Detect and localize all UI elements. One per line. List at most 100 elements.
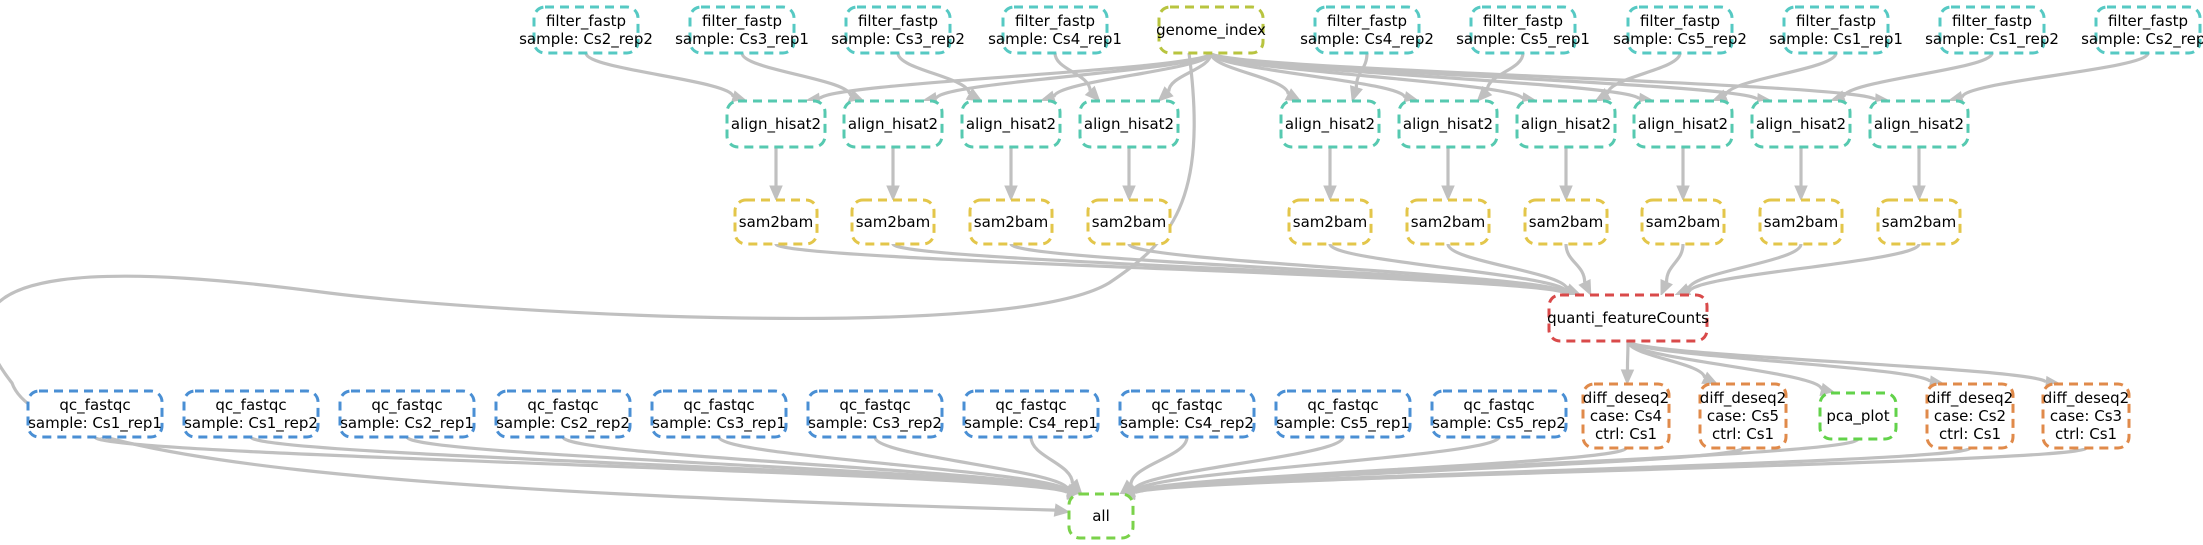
edge-gi-all bbox=[0, 52, 1196, 512]
edge-gi-al6 bbox=[1209, 52, 1407, 99]
edge-arrowhead bbox=[1559, 185, 1573, 202]
node-rule-label: sam2bam bbox=[739, 213, 814, 231]
node-pca-plot[interactable]: pca_plot bbox=[1818, 391, 1898, 441]
node-align-hisat2[interactable]: align_hisat2 bbox=[1078, 99, 1180, 149]
edge-qf-dd2 bbox=[1626, 340, 1707, 379]
edge-arrowhead bbox=[1323, 185, 1337, 202]
node-rule-label: qc_fastqc bbox=[683, 396, 754, 415]
node-box bbox=[844, 5, 952, 55]
node-rule-label: filter_fastp bbox=[1327, 12, 1407, 31]
edge-qf-dd1 bbox=[1625, 340, 1630, 371]
node-box bbox=[960, 99, 1062, 149]
node-param-label: sample: Cs1_rep1 bbox=[1769, 30, 1903, 49]
node-box bbox=[1469, 5, 1577, 55]
node-align-hisat2[interactable]: align_hisat2 bbox=[1397, 99, 1499, 149]
node-box bbox=[1430, 389, 1568, 439]
node-box bbox=[1818, 391, 1898, 441]
node-align-hisat2[interactable]: align_hisat2 bbox=[1279, 99, 1381, 149]
node-all[interactable]: all bbox=[1067, 492, 1135, 540]
edge-arrowhead bbox=[1350, 85, 1363, 103]
node-sam2bam[interactable]: sam2bam bbox=[968, 198, 1054, 246]
node-align-hisat2[interactable]: align_hisat2 bbox=[1750, 99, 1852, 149]
edge-sb5-qf bbox=[1328, 242, 1569, 294]
node-rule-label: align_hisat2 bbox=[1521, 115, 1611, 134]
node-rule-label: qc_fastqc bbox=[839, 396, 910, 415]
node-box bbox=[1086, 198, 1172, 246]
node-rule-label: sam2bam bbox=[1646, 213, 1721, 231]
node-sam2bam[interactable]: sam2bam bbox=[733, 198, 819, 246]
edge-qc6-all bbox=[873, 436, 1070, 492]
edge-arrowhead bbox=[886, 185, 900, 202]
node-box bbox=[1626, 5, 1734, 55]
node-genome-index[interactable]: genome_index bbox=[1156, 5, 1266, 55]
node-rule-label: filter_fastp bbox=[546, 12, 626, 31]
node-rule-label: align_hisat2 bbox=[1874, 115, 1964, 134]
node-box bbox=[1547, 293, 1709, 343]
node-rule-label: align_hisat2 bbox=[966, 115, 1056, 134]
node-sam2bam[interactable]: sam2bam bbox=[1640, 198, 1726, 246]
node-param-label: sample: Cs1_rep2 bbox=[184, 414, 318, 433]
edge-dd1-all bbox=[1132, 446, 1628, 495]
node-align-hisat2[interactable]: align_hisat2 bbox=[1632, 99, 1734, 149]
node-box bbox=[1118, 389, 1256, 439]
node-align-hisat2[interactable]: align_hisat2 bbox=[725, 99, 827, 149]
node-align-hisat2[interactable]: align_hisat2 bbox=[960, 99, 1062, 149]
edge-ff5-al5 bbox=[1354, 52, 1369, 88]
node-sam2bam[interactable]: sam2bam bbox=[1876, 198, 1962, 246]
node-rule-label: sam2bam bbox=[1882, 213, 1957, 231]
node-align-hisat2[interactable]: align_hisat2 bbox=[842, 99, 944, 149]
edge-arrowhead bbox=[1053, 503, 1071, 517]
node-rule-label: align_hisat2 bbox=[1084, 115, 1174, 134]
node-sam2bam[interactable]: sam2bam bbox=[1086, 198, 1172, 246]
node-sam2bam[interactable]: sam2bam bbox=[850, 198, 936, 246]
node-sam2bam[interactable]: sam2bam bbox=[1758, 198, 1844, 246]
node-sam2bam[interactable]: sam2bam bbox=[1523, 198, 1609, 246]
edge-arrowhead bbox=[1476, 85, 1493, 102]
node-sam2bam[interactable]: sam2bam bbox=[1287, 198, 1373, 246]
node-rule-label: qc_fastqc bbox=[1151, 396, 1222, 415]
node-param-label: sample: Cs4_rep2 bbox=[1300, 30, 1434, 49]
node-rule-label: align_hisat2 bbox=[1756, 115, 1846, 134]
node-box bbox=[806, 389, 944, 439]
edge-sb6-qf bbox=[1446, 243, 1570, 291]
node-align-hisat2[interactable]: align_hisat2 bbox=[1515, 99, 1617, 149]
node-align-hisat2[interactable]: align_hisat2 bbox=[1868, 99, 1970, 149]
node-box bbox=[1758, 198, 1844, 246]
edge-arrowhead bbox=[1794, 185, 1808, 202]
node-sam2bam[interactable]: sam2bam bbox=[1405, 198, 1491, 246]
edge-arrowhead bbox=[1578, 279, 1592, 297]
node-rule-label: qc_fastqc bbox=[995, 396, 1066, 415]
node-rule-label: qc_fastqc bbox=[527, 396, 598, 415]
edge-ff7-al7 bbox=[1605, 52, 1682, 95]
node-param-label: case: Cs5 bbox=[1707, 407, 1779, 425]
node-rule-label: diff_deseq2 bbox=[2043, 389, 2129, 408]
node-quanti-featureCounts[interactable]: quanti_featureCounts bbox=[1547, 293, 1709, 343]
edge-sb9-qf bbox=[1686, 243, 1803, 291]
node-box bbox=[962, 389, 1100, 439]
